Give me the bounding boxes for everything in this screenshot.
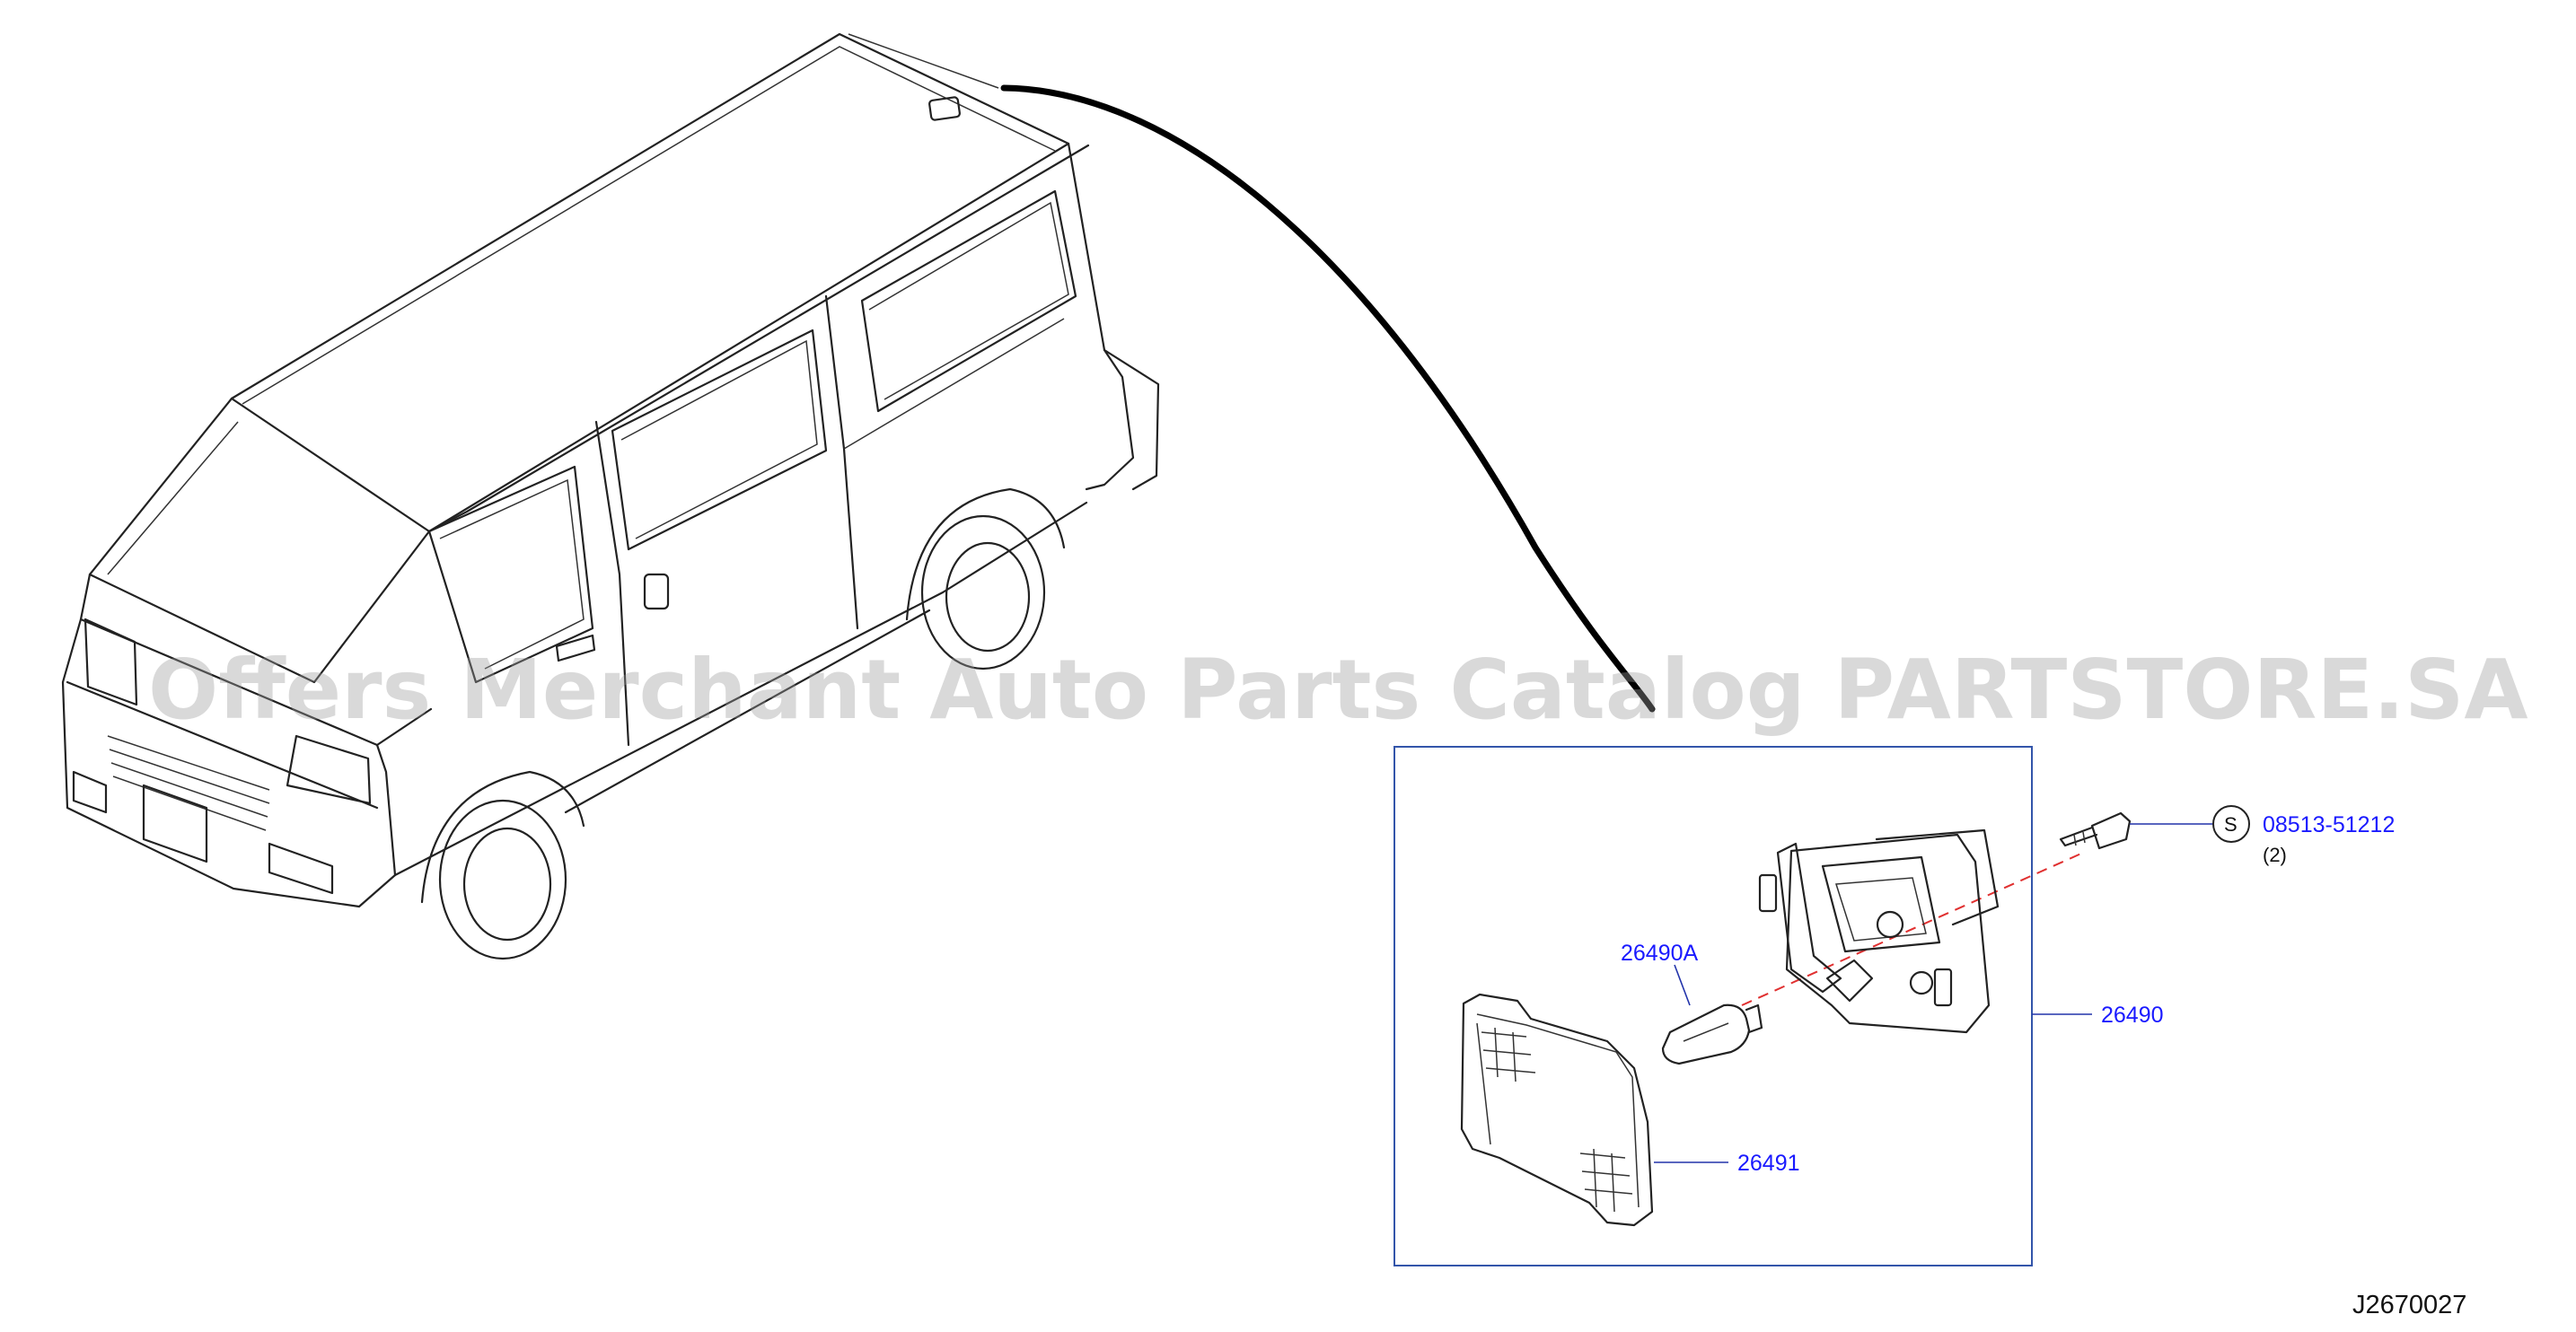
- bulb-icon: [1661, 1003, 1763, 1065]
- screw-icon: [2059, 811, 2132, 850]
- location-leader-line: [1000, 84, 1656, 713]
- part-label-lens[interactable]: 26491: [1737, 1151, 1800, 1176]
- part-label-bulb[interactable]: 26490A: [1621, 941, 1699, 966]
- lens-icon: [1460, 993, 1654, 1227]
- watermark-text: Offers Merchant Auto Parts Catalog PARTS…: [148, 642, 2528, 738]
- screw-symbol-circle: [2212, 805, 2250, 843]
- room-lamp-housing-icon: [1758, 828, 2000, 1034]
- diagram-code: J2670027: [2352, 1291, 2466, 1319]
- roof-lamp-location: [928, 96, 961, 121]
- van-icon: [61, 32, 1160, 960]
- screw-symbol: S: [2224, 813, 2238, 836]
- leader-bulb: [1674, 964, 1691, 1006]
- screw-quantity: (2): [2263, 844, 2287, 866]
- part-label-lamp-assembly[interactable]: 26490: [2101, 1003, 2164, 1028]
- detail-frame: [1394, 746, 2033, 1266]
- part-label-screw[interactable]: 08513-51212: [2263, 812, 2395, 837]
